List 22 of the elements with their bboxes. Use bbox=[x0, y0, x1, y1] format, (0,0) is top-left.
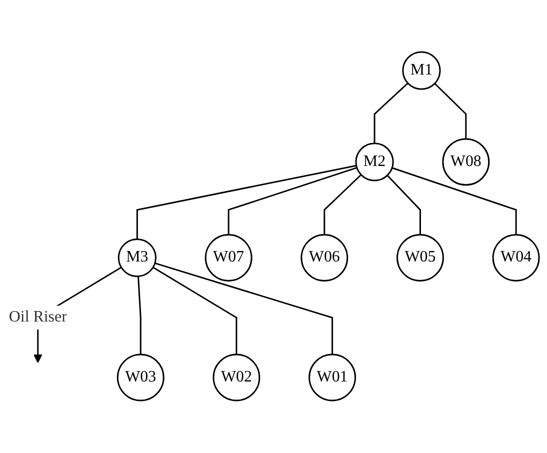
connector bbox=[374, 82, 408, 144]
connector bbox=[136, 165, 356, 240]
connector bbox=[152, 266, 238, 355]
node-circle: W04 bbox=[492, 234, 540, 282]
node-circle: W08 bbox=[442, 138, 490, 186]
connector bbox=[386, 175, 421, 236]
connector bbox=[138, 276, 142, 355]
node-circle: W01 bbox=[308, 354, 356, 402]
node-circle: W06 bbox=[300, 234, 348, 282]
node-circle: W05 bbox=[396, 234, 444, 282]
connector bbox=[392, 167, 517, 236]
connector bbox=[228, 167, 358, 236]
connector bbox=[324, 174, 362, 236]
connector bbox=[434, 83, 467, 140]
node-circle: M2 bbox=[355, 142, 394, 182]
node-circle: M3 bbox=[118, 238, 156, 278]
node-circle: W02 bbox=[212, 354, 260, 402]
node-circle: M1 bbox=[402, 52, 441, 90]
node-circle: W03 bbox=[116, 354, 164, 402]
node-circle: W07 bbox=[204, 234, 252, 282]
edge-label: Oil Riser bbox=[8, 308, 67, 326]
connector bbox=[154, 262, 334, 355]
